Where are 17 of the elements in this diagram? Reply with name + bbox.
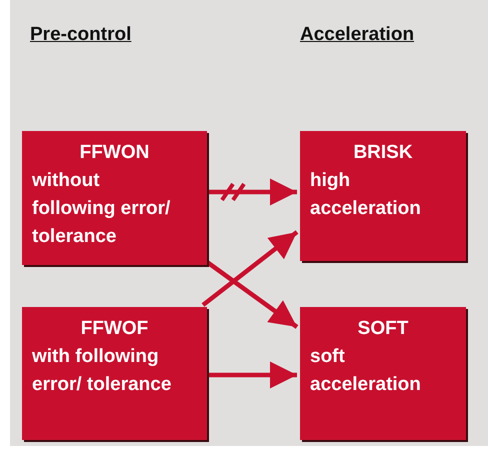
mode-name: SOFT xyxy=(356,317,410,341)
mode-name: FFWOF xyxy=(80,317,150,341)
arrow xyxy=(202,230,298,307)
mode-description: soft acceleration xyxy=(310,345,422,397)
mode-description: with following error/ tolerance xyxy=(32,345,172,397)
column-heading: Acceleration xyxy=(300,24,414,46)
mode-name: BRISK xyxy=(352,141,414,165)
mode-box xyxy=(300,131,466,261)
mode-box xyxy=(300,307,466,440)
mode-box xyxy=(22,131,207,265)
mode-box xyxy=(22,307,207,440)
mode-description: high acceleration xyxy=(310,169,422,221)
arrow xyxy=(207,362,297,388)
arrow xyxy=(207,178,297,206)
mode-description: without following error/ tolerance xyxy=(32,169,172,249)
mode-name: FFWON xyxy=(78,141,150,165)
column-heading: Pre-control xyxy=(30,24,132,46)
